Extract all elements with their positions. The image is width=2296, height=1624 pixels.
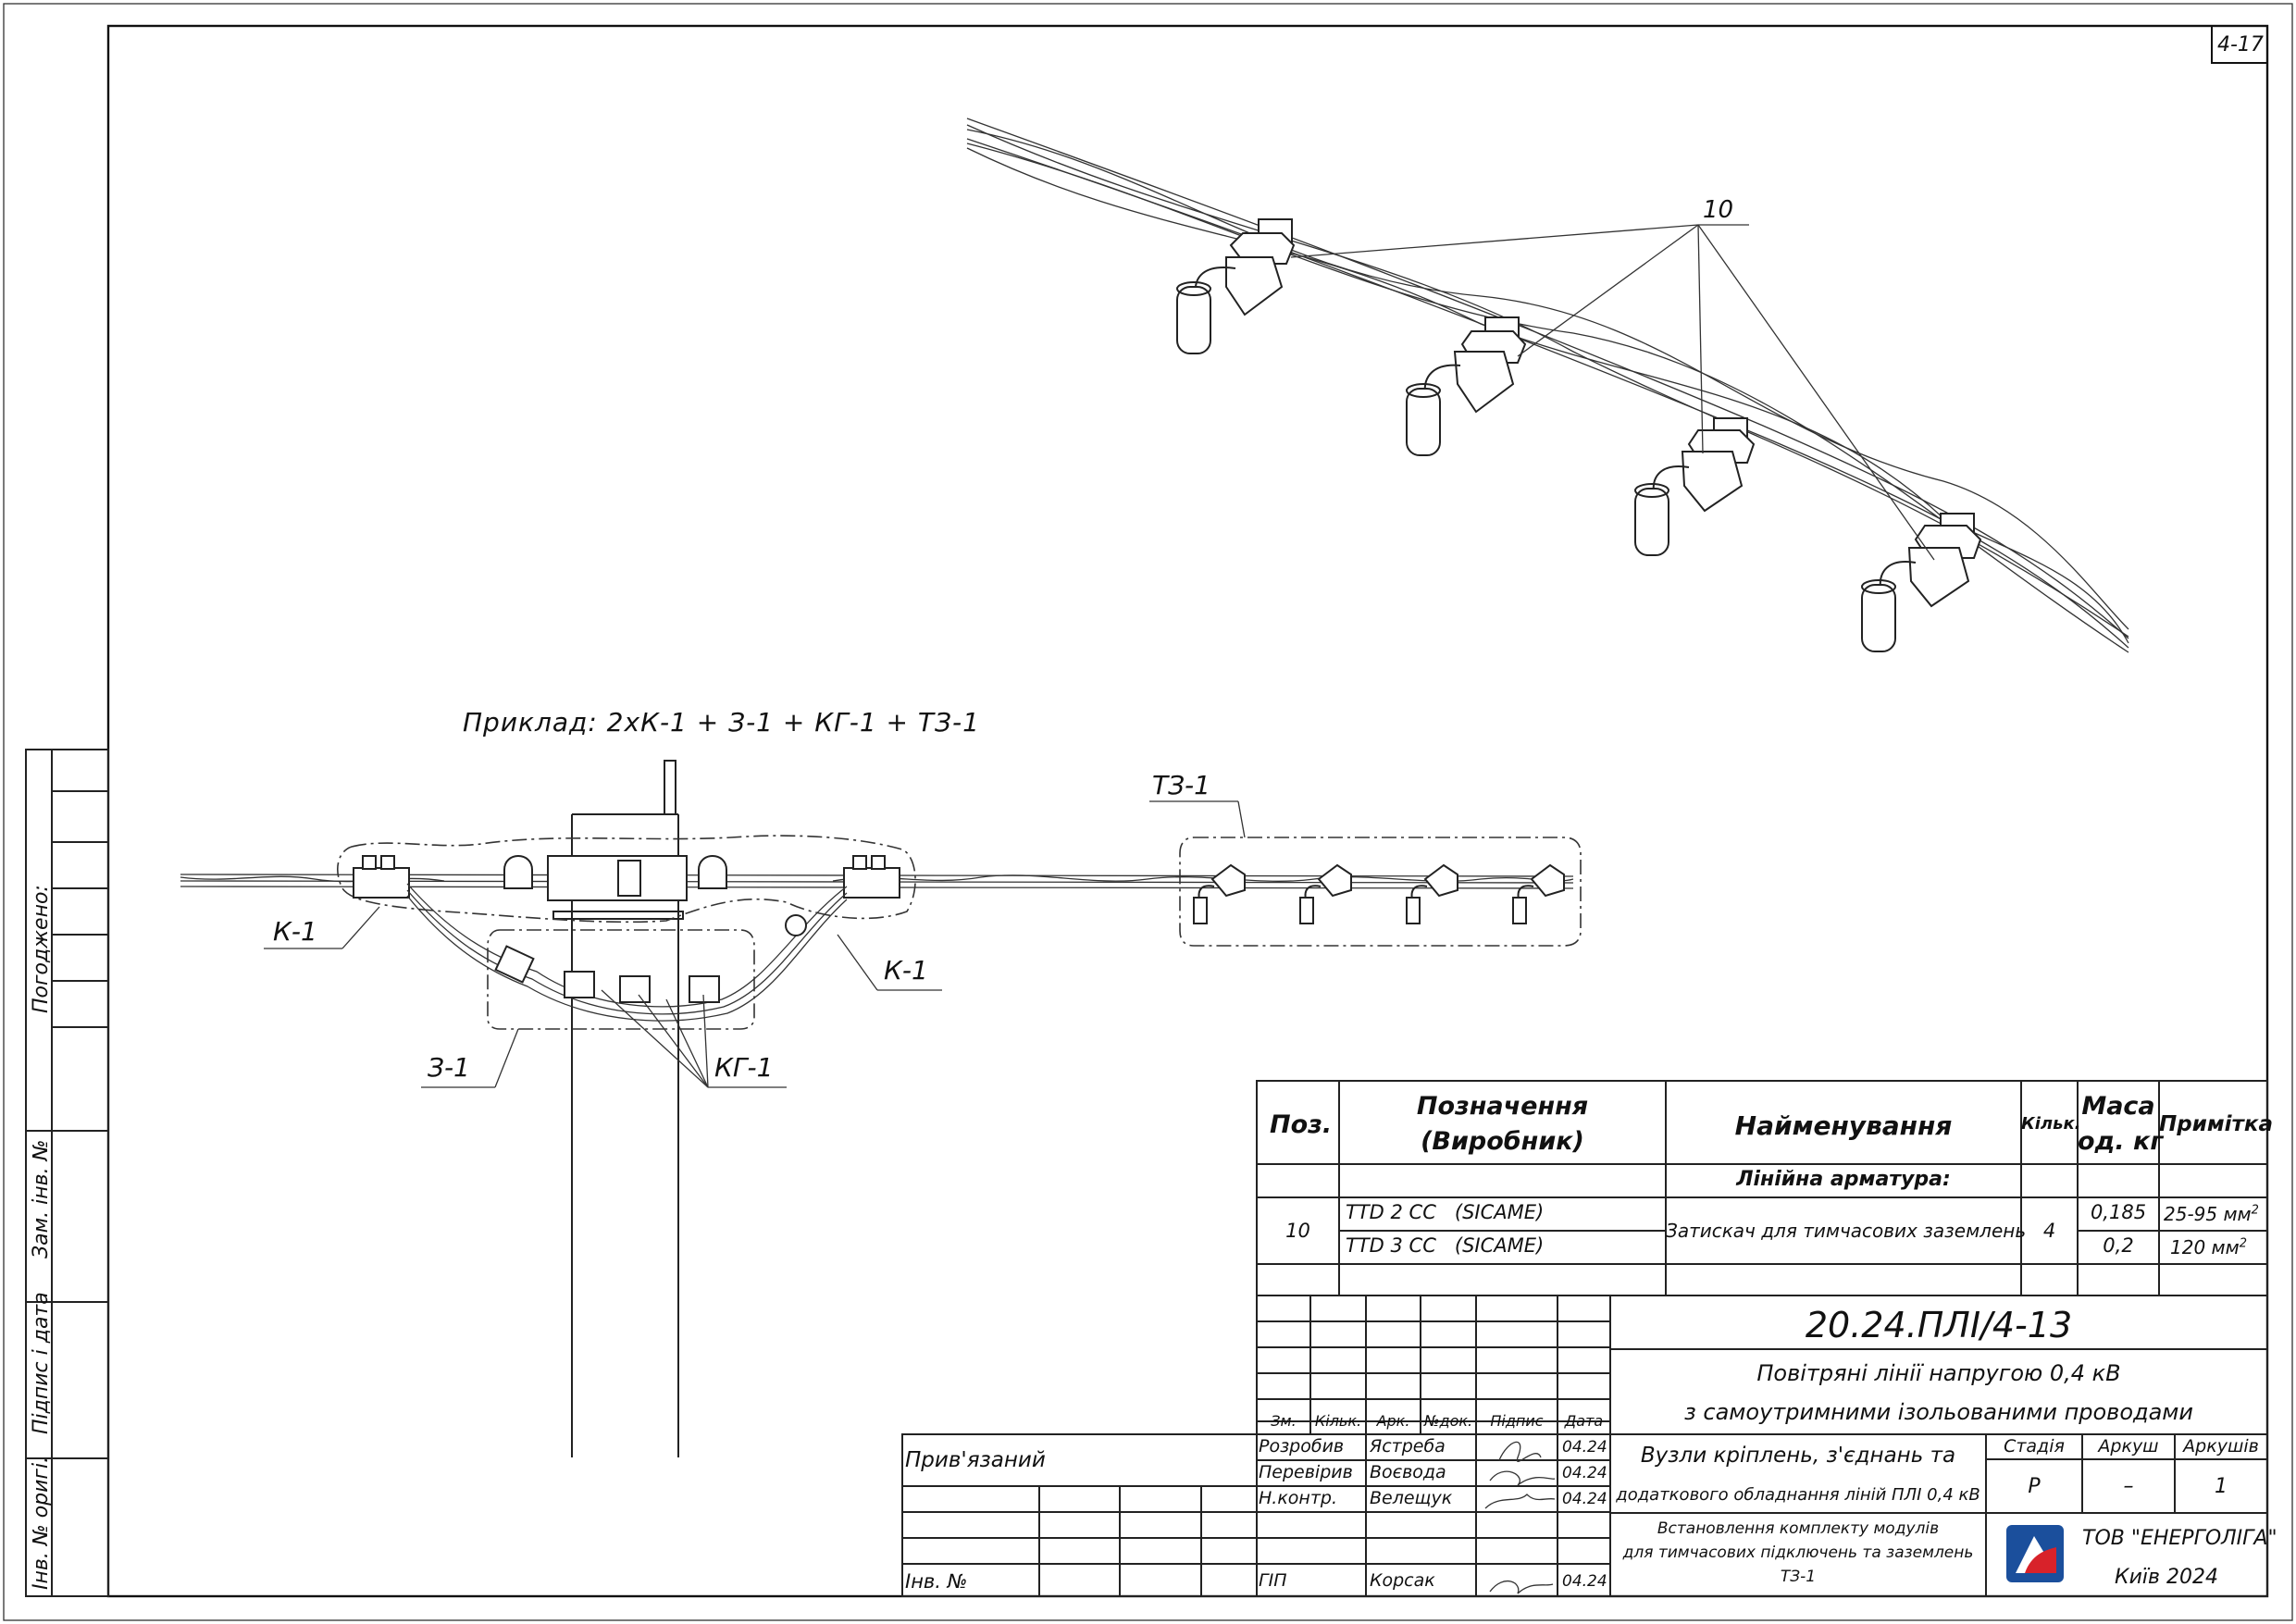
- signature-2: [1489, 1470, 1556, 1486]
- label-tz1: ТЗ-1: [1152, 770, 1210, 800]
- strip-replaced-inv: Зам. інв. №: [30, 1139, 53, 1259]
- callout-10: 10: [1703, 196, 1734, 224]
- date-gip: 04.24: [1562, 1572, 1607, 1591]
- example-text: Приклад: 2хК-1 + З-1 + КГ-1 + ТЗ-1: [463, 707, 980, 738]
- sheet-header: Аркуш: [2098, 1436, 2159, 1457]
- title-line-2: з самоутримними ізольованими проводами: [1683, 1399, 2194, 1425]
- doc-name-2: для тимчасових підключень та заземлень: [1622, 1543, 1974, 1562]
- date-developed: 04.24: [1562, 1438, 1607, 1457]
- doc-name-3: ТЗ-1: [1780, 1568, 1817, 1586]
- company-logo: [2006, 1525, 2064, 1582]
- title-line-1: Повітряні лінії напругою 0,4 кВ: [1756, 1360, 2121, 1386]
- sheet-ref-box: [2211, 25, 2268, 64]
- label-z1: З-1: [428, 1052, 470, 1083]
- label-k1-right: К-1: [884, 955, 928, 986]
- spec-row-designation-2: TTD 3 CC (SICAME): [1346, 1234, 1545, 1257]
- strip-orig-inv: Інв. № оригі.: [30, 1456, 53, 1590]
- spec-section: Лінійна арматура:: [1736, 1168, 1951, 1191]
- signature-1: [1498, 1441, 1542, 1462]
- signature-4: [1489, 1581, 1554, 1594]
- name-gip: Корсак: [1370, 1570, 1435, 1591]
- bound-label: Прив'язаний: [905, 1448, 1046, 1472]
- strip-agreed: Погоджено:: [30, 885, 53, 1013]
- col-h-ark: Арк.: [1376, 1412, 1410, 1430]
- spec-row-qty: 4: [2042, 1220, 2056, 1242]
- tz1-clamps: [1193, 863, 1565, 924]
- inv-no-label: Інв. №: [905, 1570, 968, 1593]
- outer-frame: [3, 3, 2293, 1621]
- spec-row-mass-2: 0,2: [2103, 1234, 2134, 1257]
- role-developed: Розробив: [1259, 1436, 1345, 1457]
- sheet-value: –: [2123, 1475, 2134, 1498]
- spec-row-note-1: 25-95 мм2: [2164, 1203, 2259, 1225]
- signature-3: [1484, 1494, 1556, 1509]
- spec-h-mass-2: од. кг: [2078, 1127, 2164, 1156]
- clamp-10-1: [1176, 218, 1296, 354]
- company-name: ТОВ "ЕНЕРГОЛІГА": [2082, 1527, 2277, 1550]
- sheets-header: Аркушів: [2183, 1436, 2259, 1457]
- company-city: Київ 2024: [2115, 1566, 2218, 1589]
- doc-code: 20.24.ПЛІ/4-13: [1805, 1305, 2073, 1345]
- kg1-clamps: [494, 914, 807, 1003]
- role-gip: ГІП: [1259, 1570, 1287, 1591]
- label-k1-left: К-1: [273, 916, 317, 947]
- spec-h-qty: Кільк.: [2021, 1114, 2081, 1134]
- strip-sign-date: Підпис і дата: [30, 1292, 53, 1434]
- name-checked: Воєвода: [1370, 1462, 1446, 1482]
- spec-h-designation-2: (Виробник): [1421, 1127, 1584, 1156]
- label-kg1: КГ-1: [714, 1052, 774, 1083]
- spec-h-pos: Поз.: [1270, 1110, 1333, 1139]
- outline-tz1: [1179, 837, 1582, 947]
- spec-table-grid: [1256, 1080, 2268, 1296]
- role-norm-control: Н.контр.: [1259, 1488, 1338, 1508]
- col-h-qty: Кільк.: [1314, 1412, 1362, 1430]
- clamp-10-4: [1861, 513, 1982, 652]
- spec-row-note-2-text: 120 мм: [2170, 1236, 2240, 1258]
- outline-k1-assembly: [337, 835, 916, 924]
- sheet-name-1: Вузли кріплень, з'єднань та: [1640, 1444, 1956, 1468]
- doc-name-1: Встановлення комплекту модулів: [1657, 1519, 1940, 1538]
- role-checked: Перевірив: [1259, 1462, 1353, 1482]
- outline-z1: [487, 929, 755, 1030]
- stage-header: Стадія: [2004, 1436, 2065, 1457]
- col-h-zm: Зм.: [1271, 1412, 1297, 1430]
- title-block-grid: [901, 1295, 2268, 1597]
- col-h-date: Дата: [1564, 1412, 1604, 1430]
- spec-h-note: Примітка: [2159, 1112, 2273, 1136]
- clamp-10-2: [1406, 316, 1527, 456]
- spec-h-name: Найменування: [1734, 1110, 1953, 1141]
- sheets-value: 1: [2215, 1475, 2228, 1498]
- date-checked: 04.24: [1562, 1464, 1607, 1482]
- clamp-10-3: [1634, 417, 1756, 556]
- callout-leaders-lower: [264, 800, 1246, 1088]
- spec-row-note-1-sup: 2: [2251, 1203, 2259, 1218]
- pole: [571, 760, 679, 1457]
- left-strip: [25, 749, 109, 1597]
- spec-row-mass-1: 0,185: [2090, 1201, 2147, 1223]
- spec-row-name: Затискач для тимчасових заземлень: [1666, 1220, 2027, 1242]
- spec-row-note-2-sup: 2: [2239, 1236, 2247, 1251]
- name-developed: Ястреба: [1370, 1436, 1446, 1457]
- spec-h-mass-1: Маса: [2081, 1092, 2155, 1121]
- k1-left-connector: [353, 855, 410, 899]
- branch-cables: [406, 883, 848, 1022]
- callout-10-leaders: [1290, 224, 1935, 561]
- sheet-name-2: додаткового обладнання ліній ПЛІ 0,4 кВ: [1616, 1485, 1980, 1505]
- spec-row-pos: 10: [1285, 1220, 1310, 1242]
- stage-value: Р: [2028, 1475, 2041, 1498]
- col-h-doc: №док.: [1423, 1412, 1473, 1430]
- name-norm-control: Велещук: [1370, 1488, 1453, 1508]
- spec-row-note-1-text: 25-95 мм: [2164, 1203, 2252, 1225]
- k1-right-connector: [843, 855, 900, 899]
- spec-h-designation-1: Позначення: [1416, 1092, 1589, 1121]
- col-h-sign: Підпис: [1490, 1412, 1544, 1430]
- sheet-ref: 4-17: [2217, 33, 2264, 56]
- suspension-brackets: [503, 855, 727, 920]
- spec-row-note-2: 120 мм2: [2170, 1236, 2247, 1258]
- date-norm-control: 04.24: [1562, 1490, 1607, 1508]
- spec-row-designation-1: TTD 2 CC (SICAME): [1346, 1201, 1545, 1223]
